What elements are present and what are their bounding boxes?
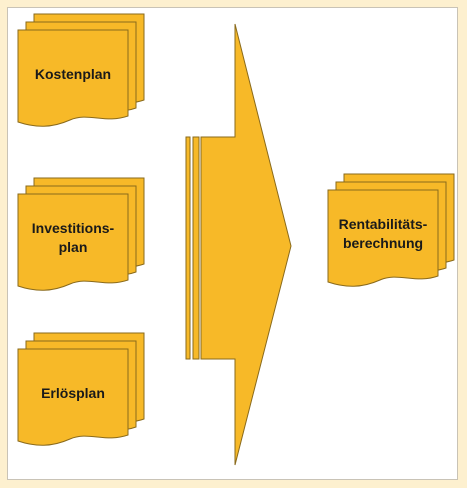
diagram-canvas: Kostenplan Investitions- plan Erlösplan … xyxy=(7,7,458,480)
kostenplan-label: Kostenplan xyxy=(34,65,112,82)
rentabilitaet-label: Rentabilitäts- berechnung xyxy=(338,216,428,251)
erloesplan-label: Erlösplan xyxy=(41,384,105,401)
merge-arrow-icon xyxy=(185,23,292,466)
diagram-svg xyxy=(17,13,455,466)
arrow-bar-1 xyxy=(185,136,191,360)
investitionsplan-label: Investitions- plan xyxy=(31,220,115,255)
arrow-shape xyxy=(200,23,292,466)
arrow-bar-2 xyxy=(192,136,200,360)
